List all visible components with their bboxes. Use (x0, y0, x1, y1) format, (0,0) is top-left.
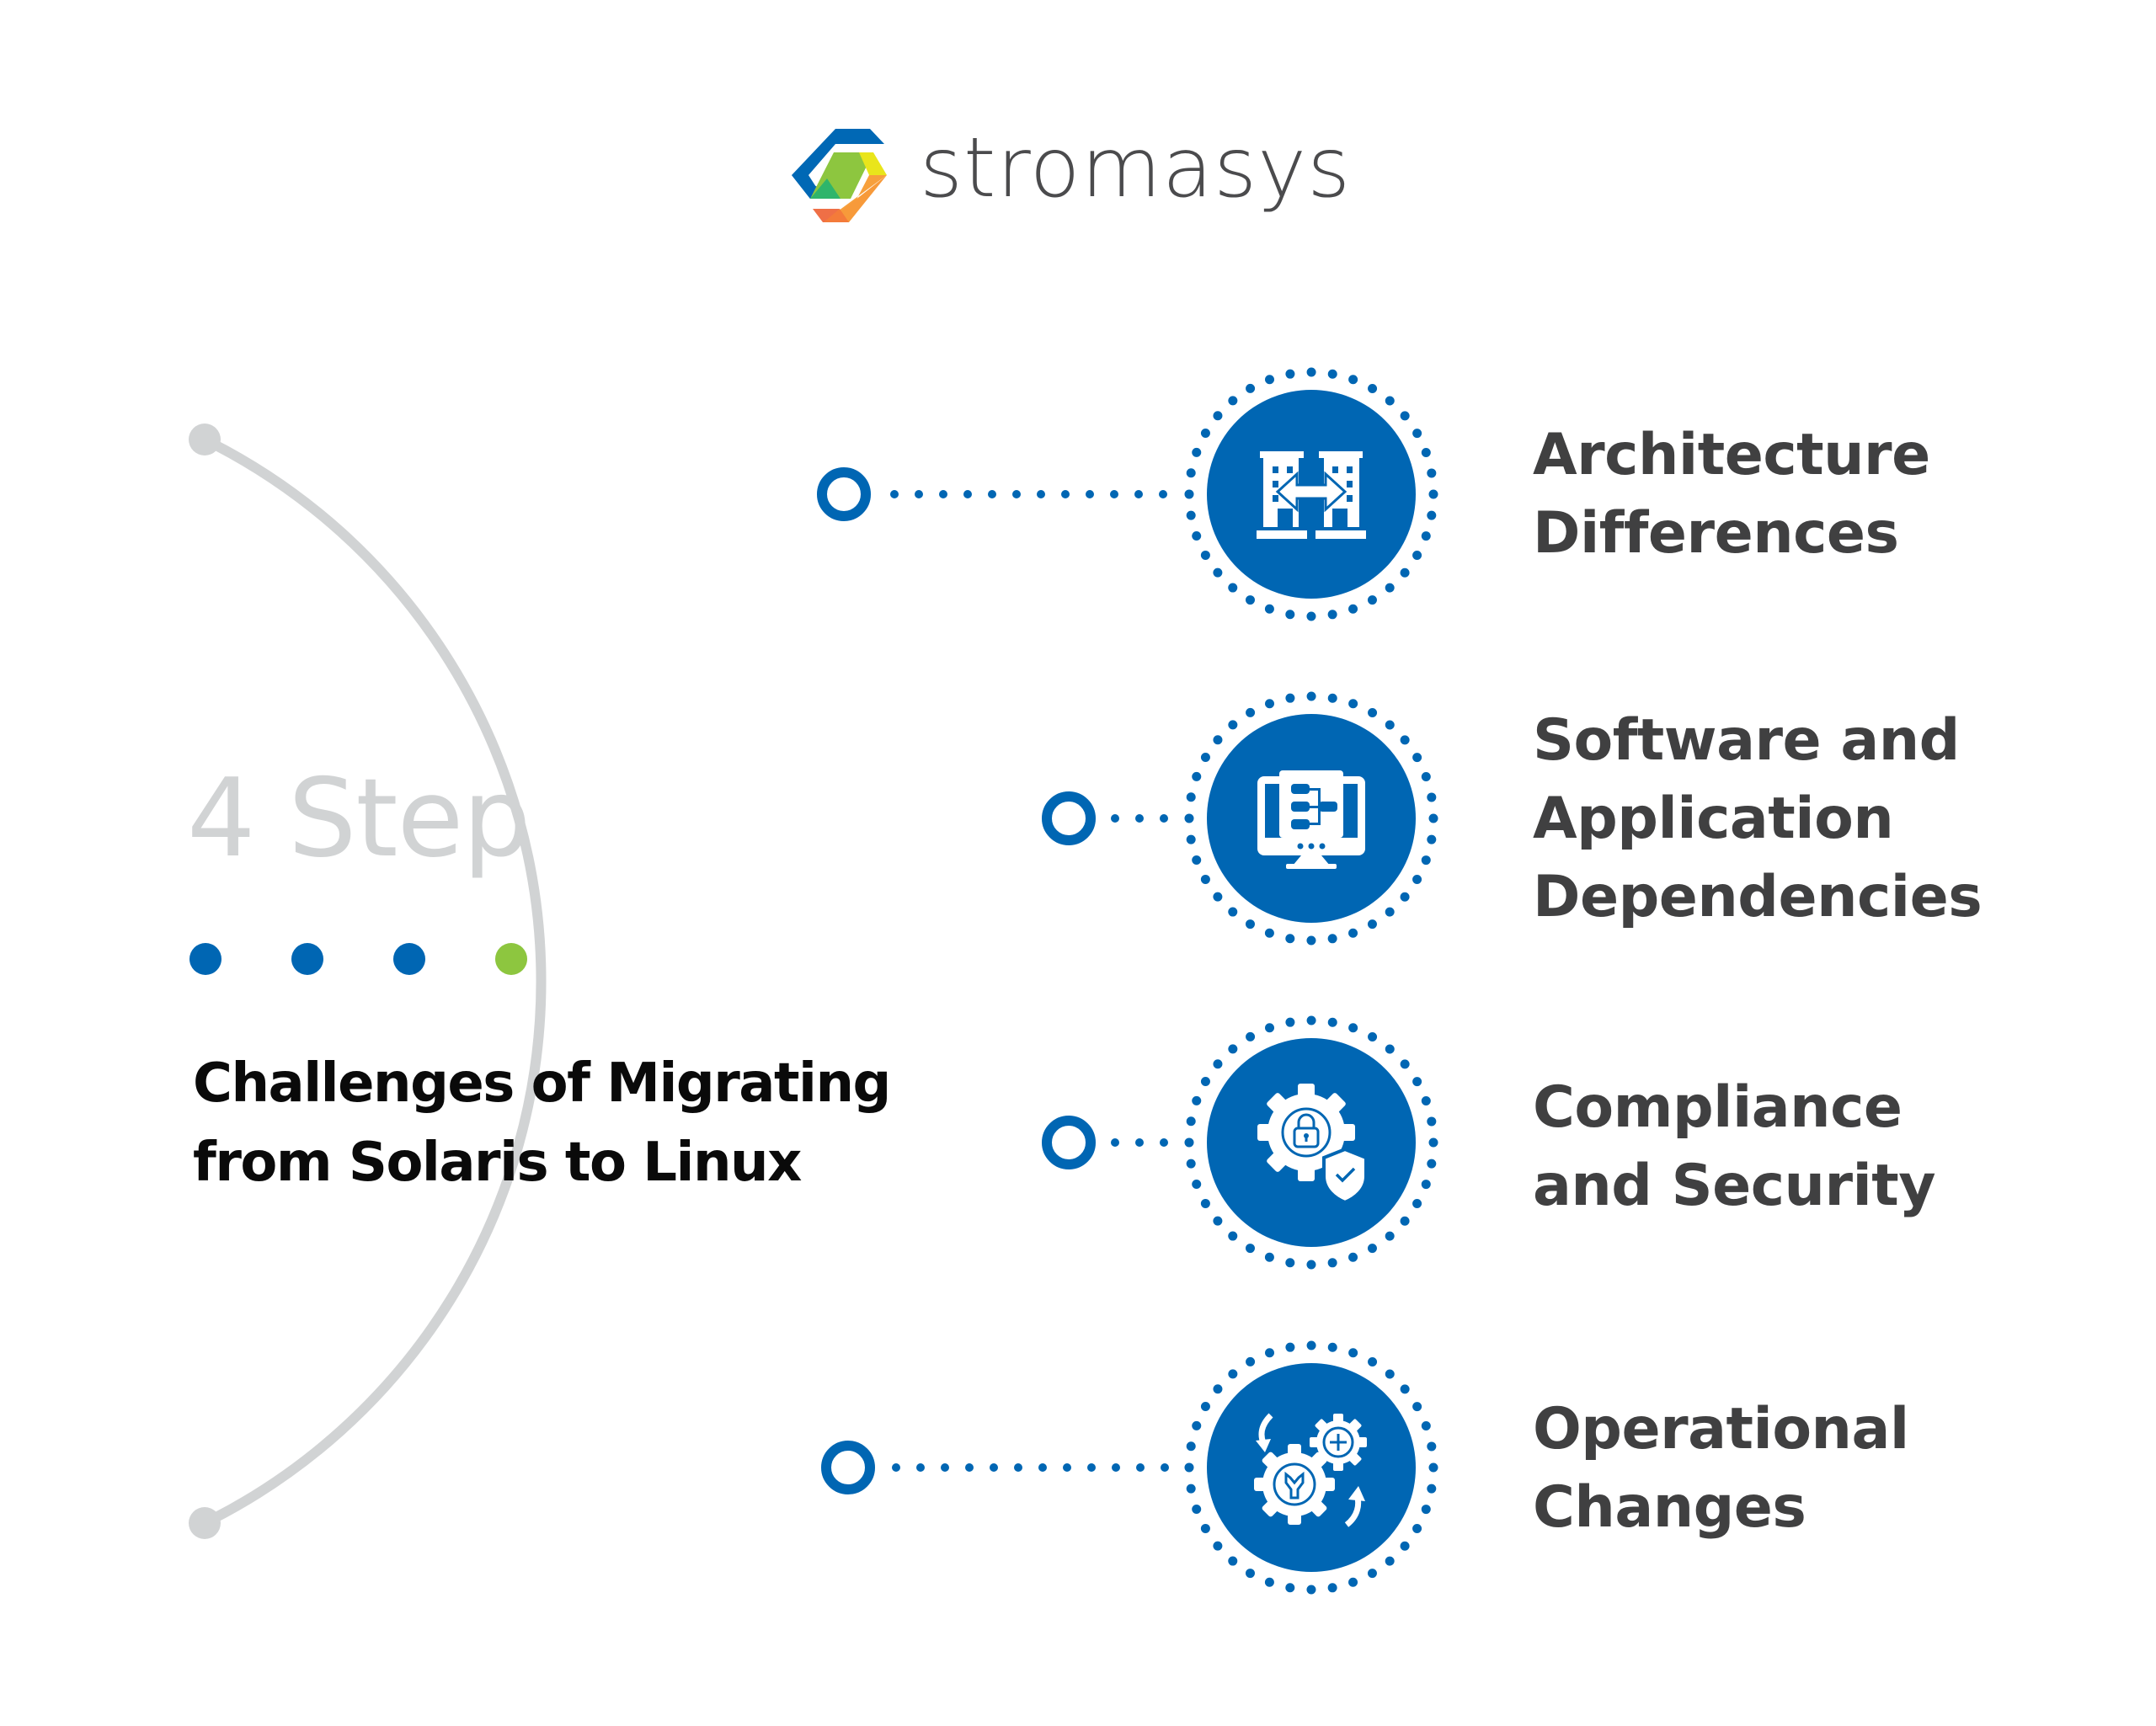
step-4-label: Operational Changes (1533, 1384, 2122, 1553)
step-count-heading: 4 Step (187, 756, 531, 882)
monitor-flowchart-icon (1257, 770, 1365, 869)
brand-wordmark: stromasys (920, 120, 1352, 216)
timeline-node-2 (1042, 791, 1096, 845)
timeline-node-1 (817, 467, 871, 521)
step-1-label-text: Architecture Differences (1533, 422, 1930, 567)
connector-1 (817, 467, 1192, 521)
connector-4 (821, 1441, 1192, 1494)
step-1-badge (1184, 367, 1438, 621)
page-title: Challenges of Migrating from Solaris to … (193, 1052, 891, 1194)
step-1-label: Architecture Differences (1533, 410, 2122, 578)
progress-dots (189, 943, 527, 975)
connector-3 (1042, 1116, 1192, 1169)
shield-check-icon (1322, 1147, 1368, 1205)
progress-dot-2 (291, 943, 323, 975)
timeline-arc (200, 434, 547, 1528)
step-2-label-text: Software and Application Dependencies (1533, 706, 1983, 930)
step-3-badge (1184, 1015, 1438, 1270)
gears-wrench-cycle-icon (1254, 1413, 1367, 1527)
progress-dot-3 (393, 943, 425, 975)
connector-2 (1042, 791, 1192, 845)
timeline-node-4 (821, 1441, 875, 1494)
step-2-label: Software and Application Dependencies (1533, 692, 2122, 945)
progress-dot-4 (495, 943, 527, 975)
timeline-node-3 (1042, 1116, 1096, 1169)
step-4-badge (1184, 1340, 1438, 1595)
step-3-label: Compliance and Security (1533, 1063, 2122, 1231)
step-4-label-text: Operational Changes (1533, 1396, 1909, 1541)
step-2-badge (1184, 691, 1438, 946)
buildings-exchange-icon (1257, 451, 1366, 539)
arc-end-dot-top (189, 424, 221, 455)
step-3-label-text: Compliance and Security (1533, 1074, 1936, 1219)
arc-end-dot-bottom (189, 1507, 221, 1539)
progress-dot-1 (189, 943, 221, 975)
stromasys-logo-icon (792, 129, 887, 222)
